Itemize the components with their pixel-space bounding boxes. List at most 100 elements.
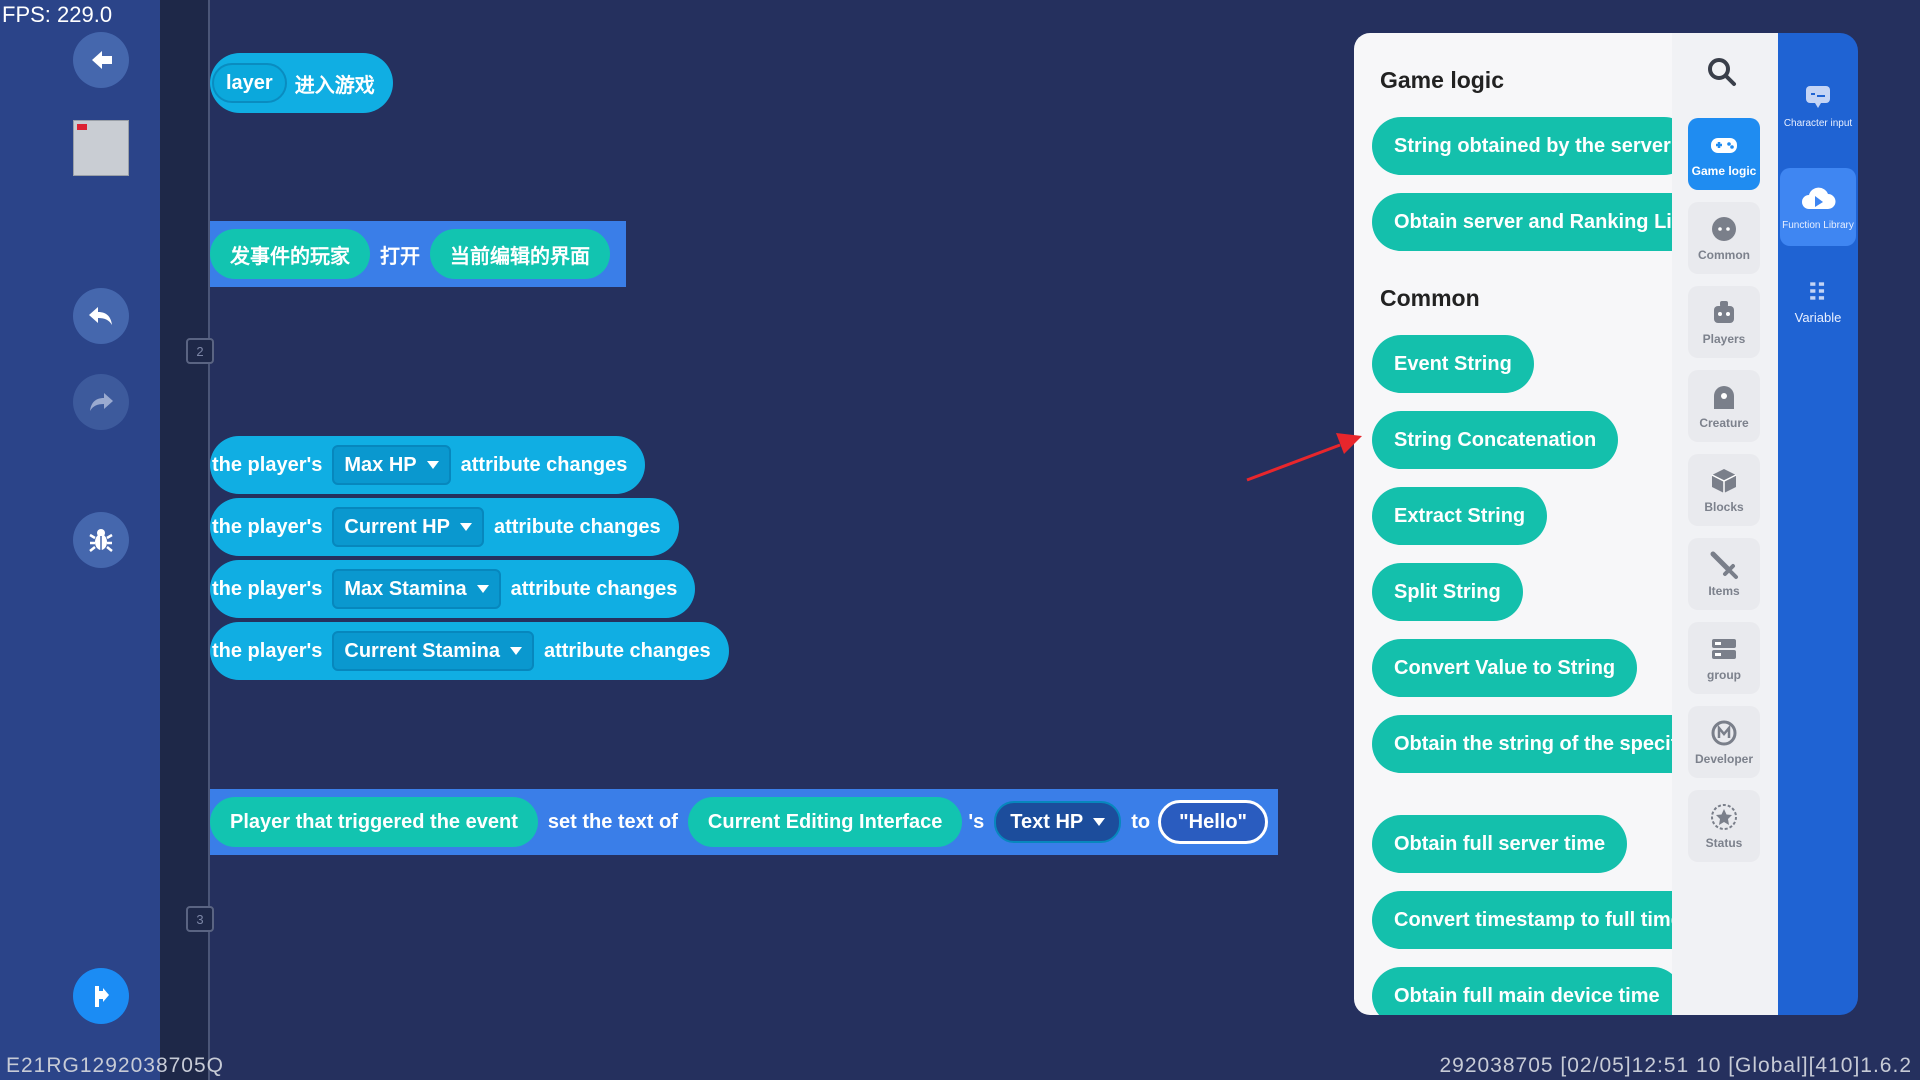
category-label: group (1707, 668, 1741, 682)
gamepad-icon (1711, 138, 1737, 153)
block-text: the player's (212, 577, 323, 600)
category-label: Common (1698, 248, 1750, 262)
category-label: Items (1708, 584, 1740, 598)
category-common[interactable]: Common (1688, 202, 1760, 274)
palette-block[interactable]: Split String (1372, 563, 1523, 621)
attr-change-block[interactable]: the player's Current HP attribute change… (210, 498, 679, 556)
block-text: 打开 (380, 245, 420, 268)
category-label: Players (1702, 332, 1746, 346)
dropdown-value: Current HP (344, 515, 450, 538)
block-text: attribute changes (460, 453, 628, 476)
nav-character-input[interactable]: Character input (1780, 82, 1856, 148)
dropdown-value: Current Stamina (344, 639, 500, 662)
run-button[interactable] (73, 968, 129, 1024)
nav-variable[interactable]: Variable (1780, 278, 1856, 338)
nav-label: Function Library (1782, 219, 1854, 231)
left-toolbar (0, 0, 160, 1080)
palette-block-string-concatenation[interactable]: String Concatenation (1372, 411, 1619, 469)
debug-button[interactable] (73, 512, 129, 568)
block-text: 进入游戏 (294, 74, 375, 97)
block-palette: Game logic String obtained by the server… (1354, 33, 1778, 1015)
attribute-dropdown[interactable]: Current Stamina (332, 631, 534, 671)
caret-down-icon (1093, 818, 1106, 826)
palette-block[interactable]: Event String (1372, 335, 1534, 393)
category-items[interactable]: Items (1688, 538, 1760, 610)
category-game-logic[interactable]: Game logic (1688, 118, 1760, 190)
line-number: 3 (186, 906, 214, 932)
interface-input[interactable]: 当前编辑的界面 (430, 229, 610, 279)
block-text: attribute changes (493, 515, 661, 538)
palette-block[interactable]: Convert Value to String (1372, 639, 1638, 697)
category-label: Developer (1694, 752, 1754, 766)
palette-block[interactable]: Obtain the string of the specifie (1372, 715, 1692, 773)
back-button[interactable] (73, 32, 129, 88)
line-gutter (160, 0, 210, 1080)
undo-button[interactable] (73, 288, 129, 344)
nav-function-library[interactable]: Function Library (1780, 168, 1856, 246)
build-info: 292038705 [02/05]12:51 10 [Global][410]1… (1439, 1054, 1912, 1077)
block-text: attribute changes (510, 577, 678, 600)
chat-icon (1806, 86, 1830, 108)
bug-icon (89, 529, 113, 552)
search-icon[interactable] (1706, 56, 1738, 88)
interface-input[interactable]: Current Editing Interface (687, 797, 963, 847)
palette-block[interactable]: String obtained by the server (1372, 117, 1693, 175)
string-literal-input[interactable]: "Hello" (1158, 800, 1269, 844)
sword-icon (1710, 551, 1738, 579)
caret-down-icon (426, 461, 439, 469)
category-label: Game logic (1691, 164, 1757, 178)
block-text: 's (968, 810, 985, 833)
block-text: set the text of (547, 810, 678, 833)
category-developer[interactable]: Developer (1688, 706, 1760, 778)
category-creature[interactable]: Creature (1688, 370, 1760, 442)
palette-block[interactable]: Convert timestamp to full time (1372, 891, 1692, 949)
category-label: Creature (1699, 416, 1749, 430)
attribute-dropdown[interactable]: Current HP (332, 507, 484, 547)
category-status[interactable]: Status (1688, 790, 1760, 862)
nav-label: Character input (1783, 118, 1853, 129)
player-input[interactable]: 发事件的玩家 (210, 229, 370, 279)
open-interface-block[interactable]: 发事件的玩家 打开 当前编辑的界面 (210, 221, 626, 287)
attr-change-block[interactable]: the player's Max Stamina attribute chang… (210, 560, 696, 618)
caret-down-icon (509, 647, 522, 655)
palette-block[interactable]: Obtain server and Ranking List (1372, 193, 1692, 251)
back-arrow-icon (92, 51, 112, 69)
category-group[interactable]: group (1688, 622, 1760, 694)
redo-icon (90, 393, 113, 411)
dropdown-value: Max Stamina (344, 577, 467, 600)
redo-button[interactable] (73, 374, 129, 430)
cloud-play-icon (1802, 187, 1836, 209)
block-text: the player's (212, 639, 323, 662)
block-text: the player's (212, 453, 323, 476)
map-thumbnail[interactable] (73, 120, 129, 176)
palette-block[interactable]: Obtain full main device time (1372, 967, 1682, 1015)
cube-icon (1711, 469, 1737, 493)
category-blocks[interactable]: Blocks (1688, 454, 1760, 526)
control-dropdown[interactable]: Text HP (994, 801, 1122, 843)
set-text-block[interactable]: Player that triggered the event set the … (210, 789, 1279, 855)
device-id: E21RG1292038705Q (6, 1054, 224, 1077)
category-label: Status (1705, 836, 1743, 850)
star-icon (1711, 804, 1737, 830)
palette-block[interactable]: Extract String (1372, 487, 1548, 545)
player-input[interactable]: Player that triggered the event (210, 797, 538, 847)
palette-block[interactable]: Obtain full server time (1372, 815, 1628, 873)
undo-icon (89, 307, 112, 325)
run-flag-icon (95, 986, 109, 1007)
section-heading-game-logic: Game logic (1380, 67, 1504, 93)
category-label: Blocks (1704, 500, 1744, 514)
event-block-enter-game[interactable]: layer 进入游戏 (210, 53, 393, 113)
attribute-dropdown[interactable]: Max Stamina (332, 569, 501, 609)
attribute-dropdown[interactable]: Max HP (332, 445, 451, 485)
player-icon (1714, 301, 1734, 323)
player-input[interactable]: layer (212, 63, 287, 103)
group-icon (1712, 639, 1736, 659)
caret-down-icon (476, 585, 489, 593)
block-text: to (1131, 810, 1151, 833)
block-text: the player's (212, 515, 323, 538)
category-players[interactable]: Players (1688, 286, 1760, 358)
attr-change-block[interactable]: the player's Current Stamina attribute c… (210, 622, 729, 680)
attr-change-block[interactable]: the player's Max HP attribute changes (210, 436, 646, 494)
creature-icon (1714, 386, 1734, 409)
fps-counter: FPS: 229.0 (2, 2, 113, 27)
